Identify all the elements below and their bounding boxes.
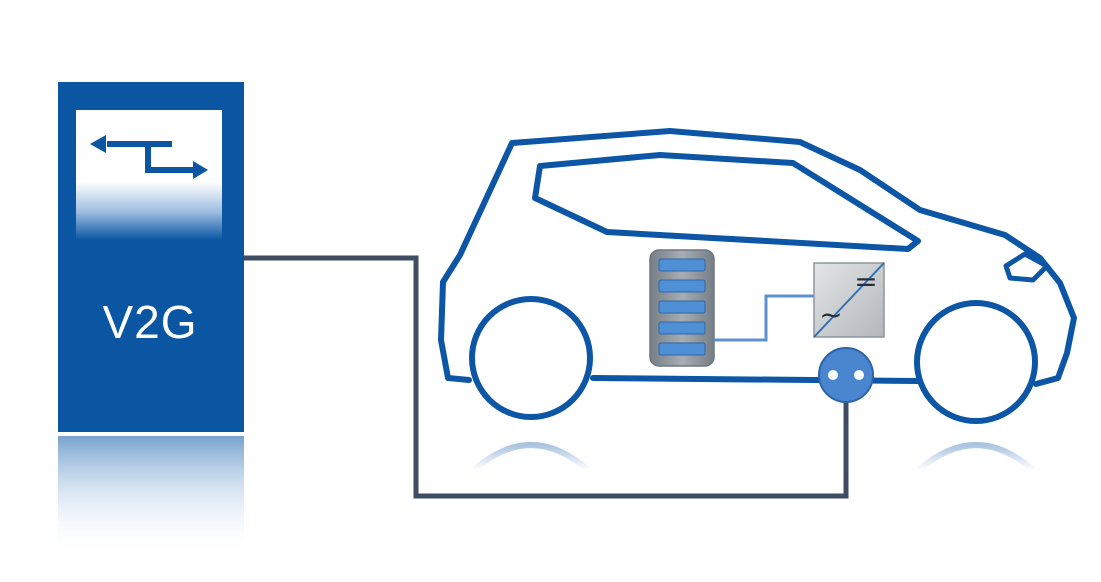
station-display-panel <box>76 110 222 240</box>
battery-cell <box>658 300 706 314</box>
bidirectional-arrows-icon <box>90 135 208 179</box>
car-window <box>532 152 921 252</box>
socket-pin-right <box>854 370 864 380</box>
battery-inverter-wire <box>714 294 814 342</box>
charging-socket <box>818 347 874 403</box>
rear-wheel-reflection <box>472 442 590 473</box>
car-headlight <box>1003 251 1050 283</box>
front-wheel <box>914 300 1038 424</box>
battery-cell <box>658 279 706 293</box>
socket-body <box>818 347 874 403</box>
battery-cell <box>658 342 706 356</box>
battery-cell <box>658 321 706 335</box>
dc-symbol: = <box>854 265 877 298</box>
station-reflection <box>58 436 244 556</box>
charging-cable <box>244 255 849 499</box>
charging-station: V2G <box>58 82 244 556</box>
socket-pin-left <box>828 370 838 380</box>
rear-wheel <box>469 296 593 420</box>
electric-car <box>438 128 1077 473</box>
battery-cell <box>658 258 706 272</box>
inverter: = ~ <box>813 262 885 338</box>
station-label: V2G <box>102 296 197 348</box>
inverter-diagonal <box>813 262 885 338</box>
ac-symbol: ~ <box>819 298 842 331</box>
car-body-outline <box>438 128 1077 387</box>
front-wheel-reflection <box>917 442 1035 473</box>
battery-pack <box>649 249 715 367</box>
